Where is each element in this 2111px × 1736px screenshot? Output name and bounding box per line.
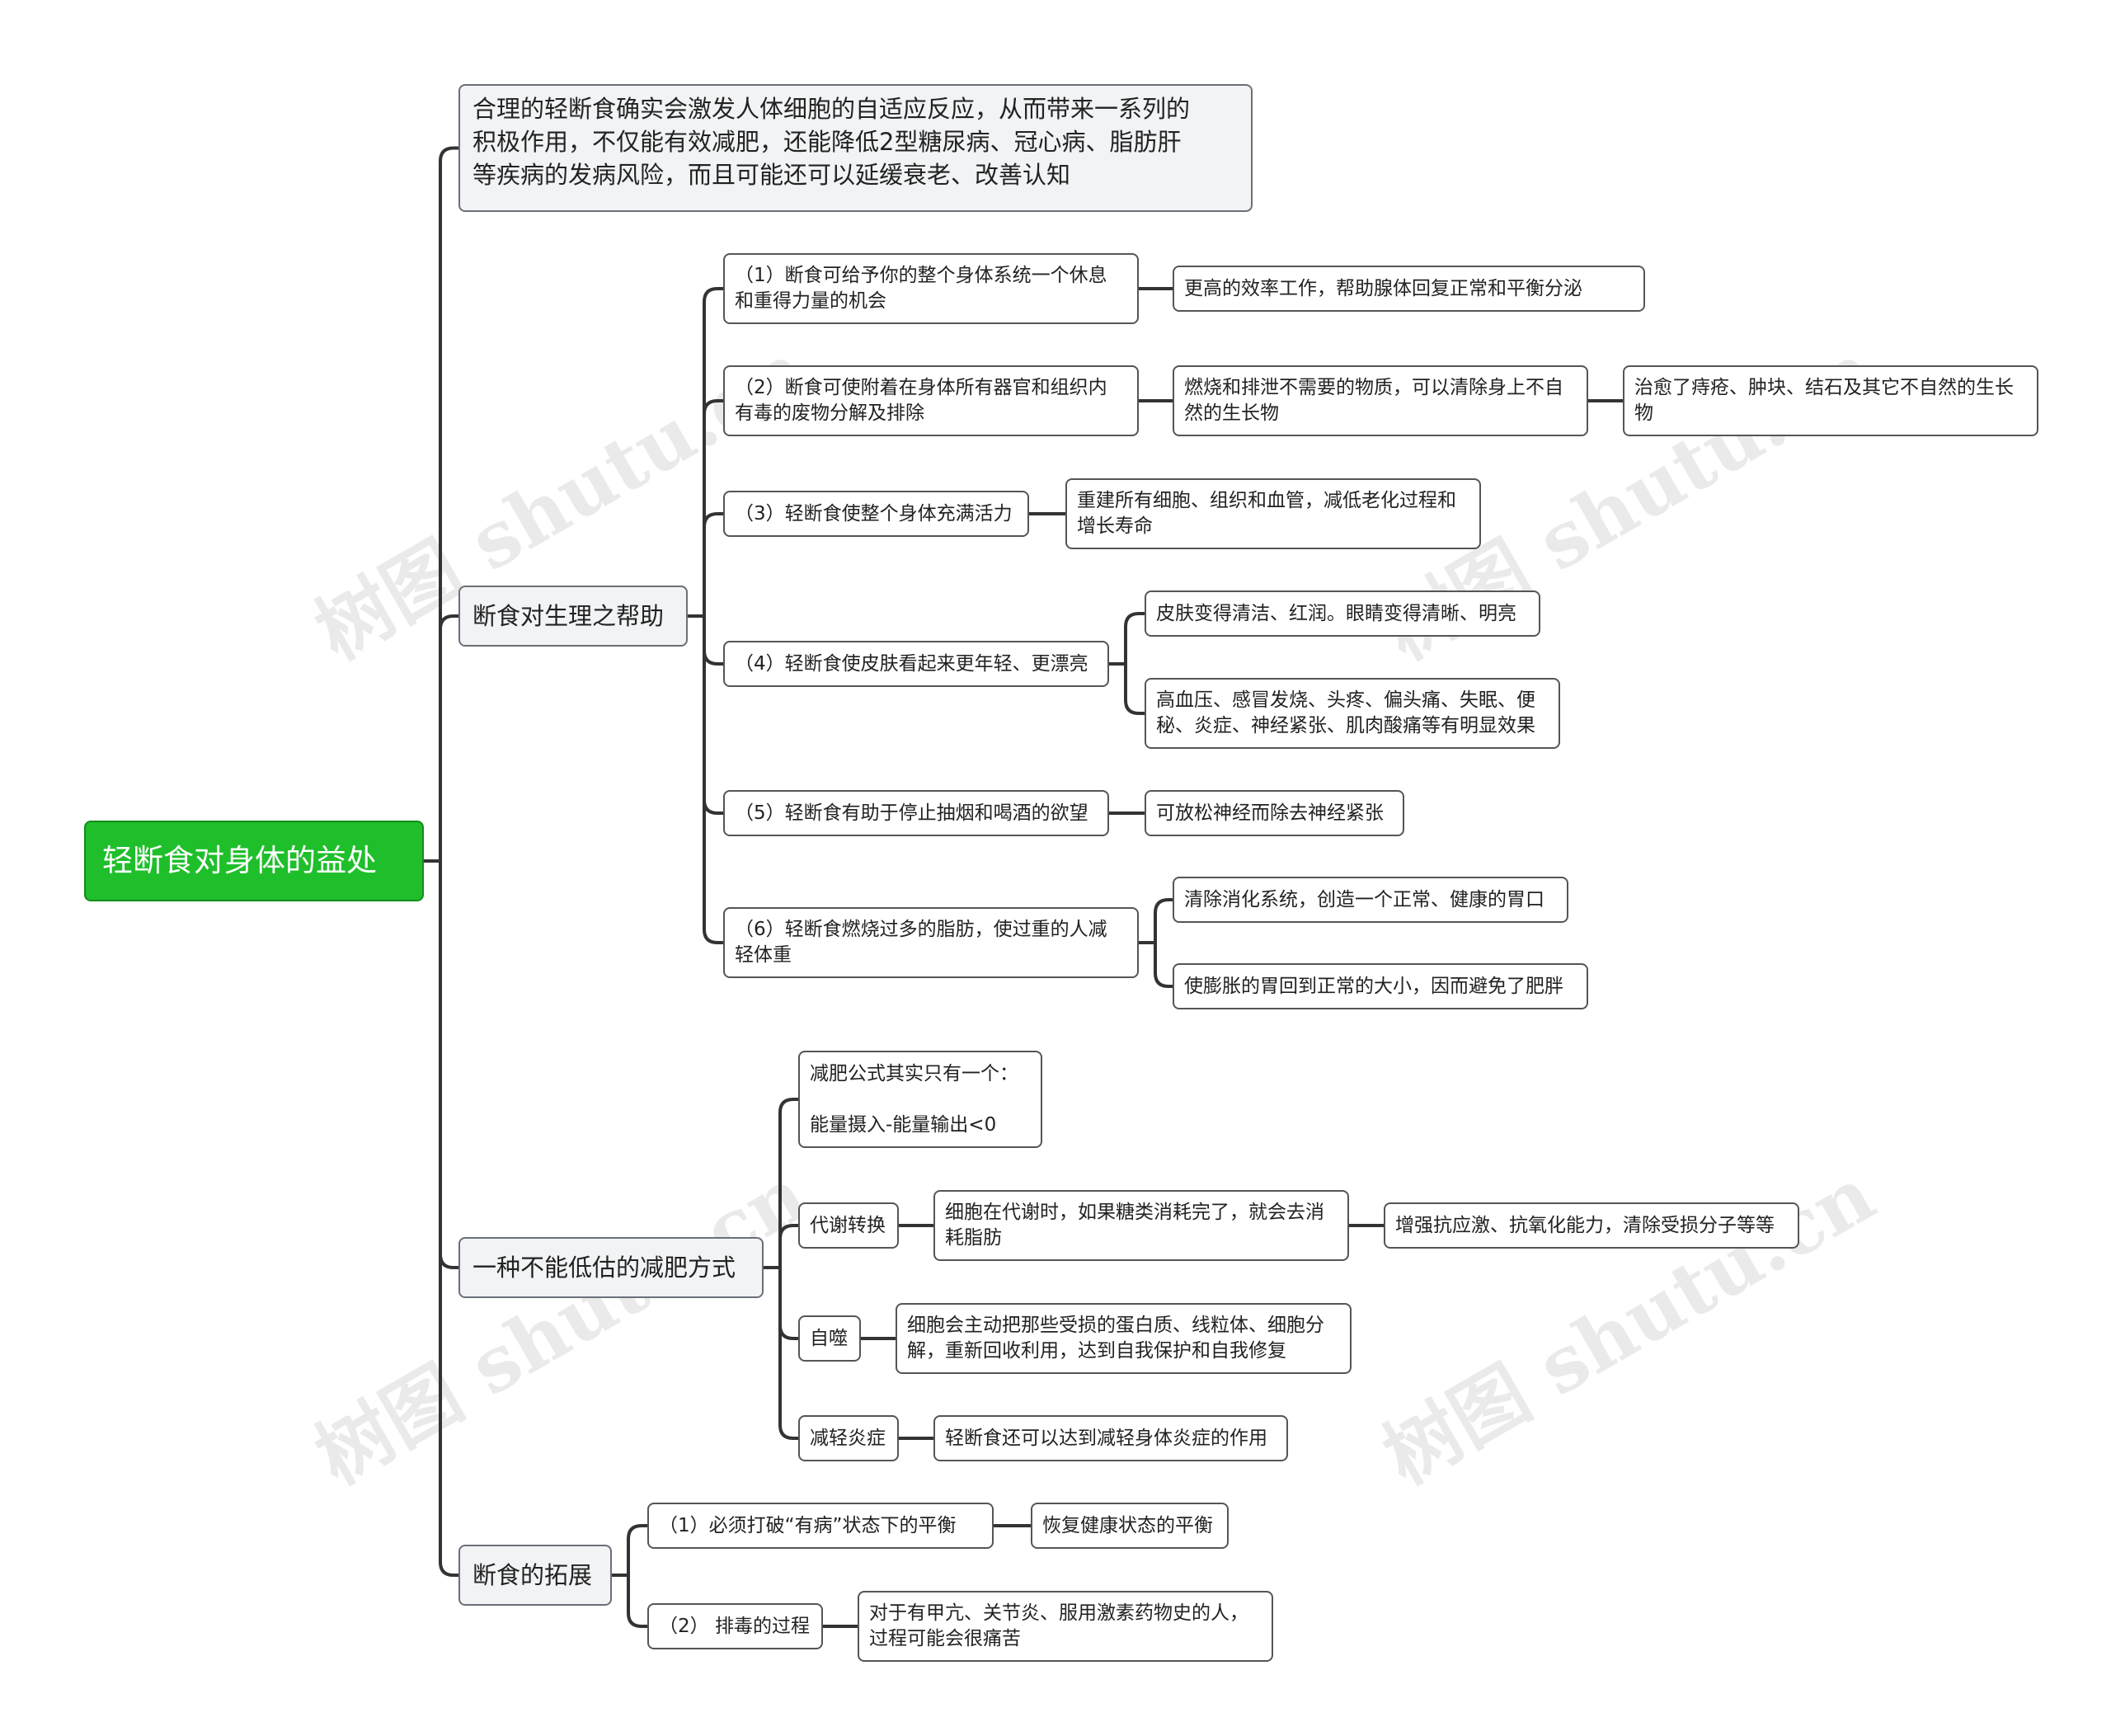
physiology-item-6-result-b[interactable]: 使膨胀的胃回到正常的大小，因而避免了肥胖 (1173, 963, 1588, 1009)
connector-n-phys-to-n-p4 (703, 616, 723, 666)
intro-node[interactable]: 合理的轻断食确实会激发人体细胞的自适应反应，从而带来一系列的 积极作用，不仅能有… (458, 84, 1253, 212)
connector-n-phys-to-n-p1 (703, 287, 723, 616)
connector-n-wl-to-n-wf (778, 1098, 798, 1268)
physiology-item-2[interactable]: （2）断食可使附着在身体所有器官和组织内 有毒的废物分解及排除 (723, 365, 1139, 436)
physiology-item-5-result[interactable]: 可放松神经而除去神经紧张 (1145, 790, 1404, 836)
extension-item-2-result[interactable]: 对于有甲亢、关节炎、服用激素药物史的人， 过程可能会很痛苦 (858, 1591, 1273, 1662)
physiology-node[interactable]: 断食对生理之帮助 (458, 586, 688, 647)
physiology-item-6-result-a[interactable]: 清除消化系统，创造一个正常、健康的胃口 (1173, 877, 1568, 923)
physiology-item-4-result-a[interactable]: 皮肤变得清洁、红润。眼睛变得清晰、明亮 (1145, 590, 1540, 637)
extension-label: 断食的拓展 (473, 1561, 593, 1589)
connector-n-root-to-n-intro (439, 146, 458, 861)
weightloss-node[interactable]: 一种不能低估的减肥方式 (458, 1237, 764, 1298)
physiology-item-4-result-b[interactable]: 高血压、感冒发烧、头疼、偏头痛、失眠、便 秘、炎症、神经紧张、肌肉酸痛等有明显效… (1145, 678, 1560, 749)
physiology-item-4[interactable]: （4）轻断食使皮肤看起来更年轻、更漂亮 (723, 641, 1109, 687)
extension-node[interactable]: 断食的拓展 (458, 1545, 612, 1606)
connector-n-p4-to-n-p4b (1124, 664, 1145, 715)
physiology-item-3-result[interactable]: 重建所有细胞、组织和血管，减低老化过程和 增长寿命 (1065, 478, 1481, 549)
connector-n-phys-to-n-p2 (703, 399, 723, 616)
root-node[interactable]: 轻断食对身体的益处 (84, 821, 424, 901)
physiology-label: 断食对生理之帮助 (473, 602, 665, 630)
weightloss-item-autophagy[interactable]: 自噬 (798, 1315, 861, 1362)
connector-n-ex-to-n-e2 (627, 1575, 647, 1628)
connector-n-root-to-n-ex (439, 861, 458, 1577)
weightloss-item-inflammation[interactable]: 减轻炎症 (798, 1415, 899, 1461)
connector-n-wl-to-n-w1 (778, 1224, 798, 1268)
weightloss-label: 一种不能低估的减肥方式 (473, 1254, 736, 1282)
extension-item-2[interactable]: （2） 排毒的过程 (647, 1603, 823, 1649)
weightloss-item-metabolic[interactable]: 代谢转换 (798, 1202, 899, 1249)
connector-n-wl-to-n-w2 (778, 1268, 798, 1340)
weightloss-item-inflammation-desc[interactable]: 轻断食还可以达到减轻身体炎症的作用 (933, 1415, 1288, 1461)
physiology-item-1-result[interactable]: 更高的效率工作，帮助腺体回复正常和平衡分泌 (1173, 266, 1645, 312)
physiology-item-1[interactable]: （1）断食可给予你的整个身体系统一个休息 和重得力量的机会 (723, 253, 1139, 324)
connector-n-ex-to-n-e1 (627, 1524, 647, 1575)
physiology-item-2-result[interactable]: 燃烧和排泄不需要的物质，可以清除身上不自 然的生长物 (1173, 365, 1588, 436)
weightloss-item-metabolic-desc[interactable]: 细胞在代谢时，如果糖类消耗完了，就会去消 耗脂肪 (933, 1190, 1349, 1261)
weightloss-item-autophagy-desc[interactable]: 细胞会主动把那些受损的蛋白质、线粒体、细胞分 解，重新回收利用，达到自我保护和自… (896, 1303, 1352, 1374)
physiology-item-2-outcome[interactable]: 治愈了痔疮、肿块、结石及其它不自然的生长 物 (1623, 365, 2038, 436)
connector-n-phys-to-n-p3 (703, 512, 723, 616)
connector-n-p6-to-n-p6b (1154, 943, 1173, 988)
extension-item-1[interactable]: （1）必须打破“有病”状态下的平衡 (647, 1503, 994, 1549)
physiology-item-5[interactable]: （5）轻断食有助于停止抽烟和喝酒的欲望 (723, 790, 1109, 836)
physiology-item-3[interactable]: （3）轻断食使整个身体充满活力 (723, 491, 1029, 537)
connector-n-root-to-n-wl (439, 861, 458, 1269)
weightloss-formula[interactable]: 减肥公式其实只有一个： 能量摄入-能量输出<0 (798, 1051, 1042, 1148)
connector-n-phys-to-n-p6 (703, 616, 723, 944)
connector-n-p4-to-n-p4a (1124, 612, 1145, 664)
root-label: 轻断食对身体的益处 (102, 843, 377, 878)
connector-n-root-to-n-phys (439, 614, 458, 861)
weightloss-item-metabolic-effect[interactable]: 增强抗应激、抗氧化能力，清除受损分子等等 (1384, 1202, 1799, 1249)
connector-n-wl-to-n-w3 (778, 1268, 798, 1440)
extension-item-1-result[interactable]: 恢复健康状态的平衡 (1031, 1503, 1229, 1549)
intro-text: 合理的轻断食确实会激发人体细胞的自适应反应，从而带来一系列的 积极作用，不仅能有… (473, 95, 1191, 189)
connector-n-p6-to-n-p6a (1154, 898, 1173, 943)
connector-n-phys-to-n-p5 (703, 616, 723, 815)
physiology-item-6[interactable]: （6）轻断食燃烧过多的脂肪，使过重的人减 轻体重 (723, 907, 1139, 978)
